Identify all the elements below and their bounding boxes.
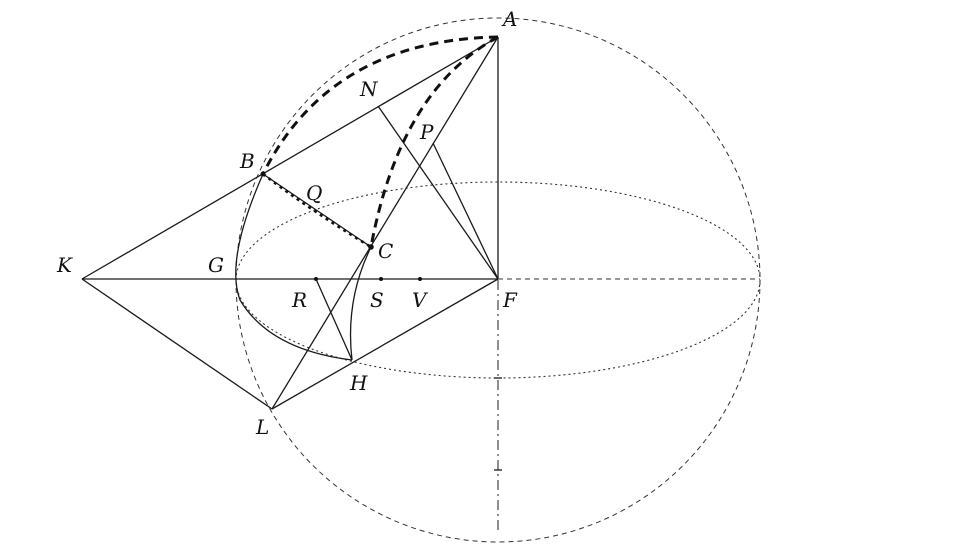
line-P-F (432, 142, 499, 280)
label-F: F (502, 288, 518, 312)
label-G: G (208, 253, 224, 277)
label-N: N (359, 77, 379, 101)
label-S: S (370, 288, 384, 312)
arc-B-Q-C (262, 172, 372, 249)
point-dot-R (314, 277, 318, 281)
label-C: C (378, 239, 393, 263)
label-B: B (239, 149, 255, 173)
line-R-H (315, 278, 353, 361)
label-V: V (412, 288, 429, 312)
label-K: K (56, 253, 73, 277)
line-K-A (81, 36, 499, 280)
label-H: H (349, 371, 368, 395)
label-R: R (291, 288, 307, 312)
point-dot-S (379, 277, 383, 281)
label-L: L (255, 415, 269, 439)
point-dot-V (418, 277, 422, 281)
label-P: P (419, 120, 434, 144)
label-A: A (501, 7, 517, 31)
equator-ellipse (235, 181, 761, 379)
arc-B-G-H (235, 173, 353, 361)
great-arc-A-C (369, 35, 499, 248)
point-dot-B (260, 171, 266, 177)
line-L-A (271, 36, 499, 410)
arc-C-H (349, 246, 372, 361)
line-N-F (377, 105, 499, 280)
line-L-F (271, 278, 499, 410)
line-K-L (81, 278, 273, 410)
label-Q: Q (306, 181, 322, 205)
point-dot-C (368, 244, 374, 250)
